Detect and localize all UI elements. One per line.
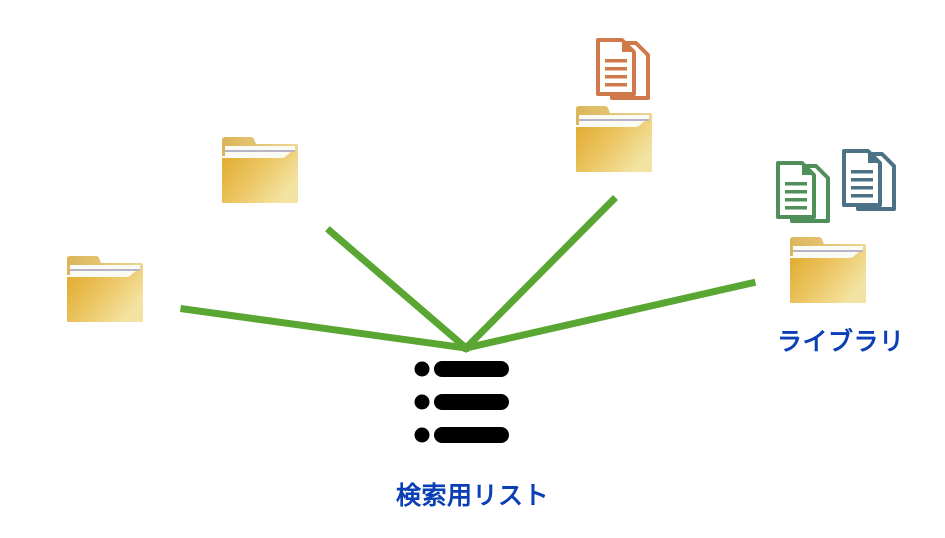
library-label: ライブラリ	[777, 327, 905, 356]
folder-icon[interactable]	[576, 106, 652, 172]
connector-line-library	[461, 278, 757, 353]
document-stack-icon-green	[776, 161, 830, 223]
folder-icon[interactable]	[222, 137, 298, 203]
connector-line-folder-3	[461, 195, 618, 353]
library-folder-icon[interactable]	[790, 237, 866, 303]
document-stack-icon-blue	[842, 149, 896, 211]
document-stack-icon-orange	[596, 38, 650, 100]
search-list-label: 検索用リスト	[396, 481, 550, 510]
list-icon[interactable]	[414, 361, 510, 443]
folder-icon[interactable]	[67, 256, 143, 322]
connector-line-folder-1	[180, 305, 470, 352]
connector-lines	[180, 195, 757, 353]
connector-line-folder-2	[325, 226, 471, 353]
